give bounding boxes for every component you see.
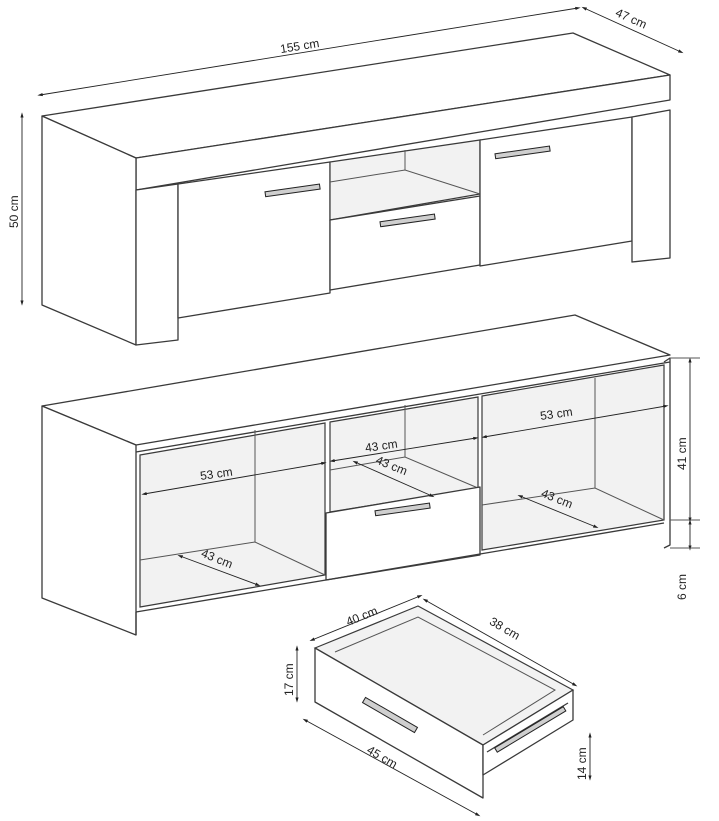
label-leg-height: 6 cm: [675, 574, 689, 600]
label-left-width: 53 cm: [199, 465, 233, 483]
label-top-depth: 47 cm: [613, 6, 649, 32]
cabinet-right-pillar: [631, 109, 671, 263]
label-drawer-side-height: 14 cm: [575, 747, 589, 780]
label-right-width: 53 cm: [539, 405, 573, 423]
open-left-side: [41, 405, 137, 636]
right-door-handle: [494, 145, 551, 160]
label-middle-width: 43 cm: [364, 437, 398, 455]
open-right-compartment: [481, 364, 665, 551]
tv-cabinet-open: [41, 314, 671, 636]
label-drawer-front-height: 17 cm: [282, 663, 296, 696]
cabinet-left-door: [177, 161, 331, 319]
open-left-compartment: [139, 422, 326, 608]
label-inner-height: 41 cm: [675, 437, 689, 470]
tv-cabinet-closed: [41, 32, 671, 346]
middle-drawer-handle: [379, 213, 436, 228]
label-top-height: 50 cm: [7, 195, 21, 228]
drawer-slide-rail: [493, 705, 567, 753]
cabinet-left-pillar: [135, 183, 179, 346]
cabinet-right-door: [479, 116, 633, 267]
open-drawer-handle: [374, 502, 431, 517]
drawer-detail: [313, 605, 575, 799]
left-door-handle: [264, 183, 321, 198]
label-top-width: 155 cm: [279, 36, 320, 56]
